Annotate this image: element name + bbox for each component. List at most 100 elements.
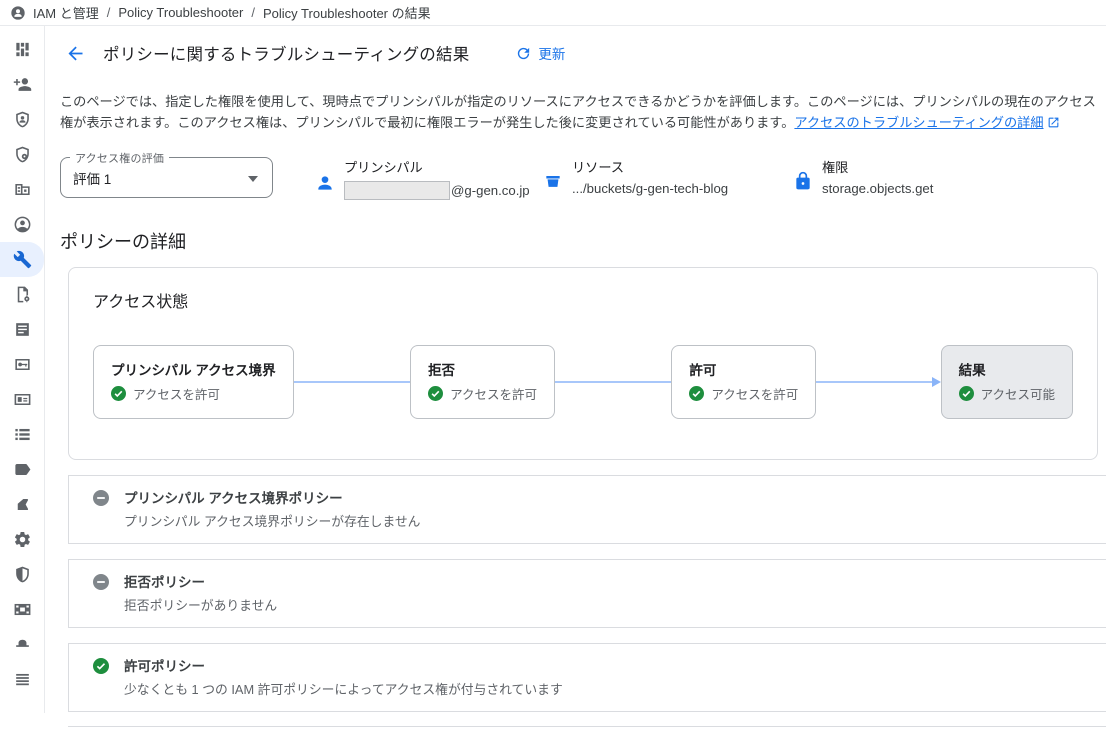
policy-row-subtitle: 拒否ポリシーがありません: [124, 598, 278, 613]
bucket-icon: [543, 171, 563, 191]
description-text: このページでは、指定した権限を使用して、現時点でプリンシパルが指定のリソースにア…: [60, 94, 1096, 130]
organization-icon: [14, 183, 30, 196]
back-button[interactable]: [65, 43, 86, 64]
flow-node-principal-access-boundary: プリンシパル アクセス境界 アクセスを許可: [93, 345, 294, 419]
policy-row-deny[interactable]: 拒否ポリシー 拒否ポリシーがありません: [68, 559, 1106, 628]
sidebar-item-policy-troubleshooter[interactable]: [0, 242, 44, 277]
sidebar-item-privacy[interactable]: [0, 557, 44, 592]
chevron-down-icon: [248, 176, 258, 182]
wrench-icon: [13, 250, 31, 269]
sidebar-item-workload-identity[interactable]: [0, 347, 44, 382]
policy-row-subtitle: 少なくとも 1 つの IAM 許可ポリシーによってアクセス権が付与されています: [124, 682, 563, 697]
summary-principal: プリンシパル @g-gen.co.jp: [315, 157, 543, 200]
sidebar-item-org-policies[interactable]: [0, 137, 44, 172]
label-tag-icon: [14, 463, 30, 476]
principal-value: @g-gen.co.jp: [344, 181, 530, 200]
page-description: このページでは、指定した権限を使用して、現時点でプリンシパルが指定のリソースにア…: [60, 91, 1098, 135]
breadcrumb-separator: /: [251, 5, 255, 20]
principal-label: プリンシパル: [344, 160, 423, 175]
check-circle-icon: [689, 386, 705, 401]
policy-row-allow[interactable]: 許可ポリシー 少なくとも 1 つの IAM 許可ポリシーによってアクセス権が付与…: [68, 643, 1106, 712]
flow-connector: [293, 381, 411, 383]
policy-row-subtitle: プリンシパル アクセス境界ポリシーが存在しません: [124, 514, 421, 529]
check-circle-icon: [93, 658, 109, 674]
evaluation-summary-row: アクセス権の評価 評価 1 プリンシパル @g-gen.co.jp リソース: [60, 150, 1098, 200]
add-member-icon: [13, 78, 31, 91]
minus-circle-icon: [93, 574, 109, 590]
service-account-icon: [14, 216, 30, 233]
node-status-text: アクセスを許可: [711, 388, 799, 402]
key-icon: [14, 358, 30, 371]
shield-lock-icon: [15, 146, 29, 163]
sidebar-item-identity[interactable]: [0, 67, 44, 102]
flow-connector: [554, 381, 672, 383]
person-icon: [315, 173, 335, 193]
breadcrumb: IAM と管理 / Policy Troubleshooter / Policy…: [0, 0, 1106, 26]
sidebar-item-asset-list[interactable]: [0, 417, 44, 452]
flow-node-allow: 許可 アクセスを許可: [671, 345, 817, 419]
privacy-shield-icon: [15, 566, 29, 583]
sidebar-item-essential-contacts[interactable]: [0, 627, 44, 662]
sidebar-item-audit-logs[interactable]: [0, 312, 44, 347]
access-state-card: アクセス状態 プリンシパル アクセス境界 アクセスを許可 拒否 アクセスを許可: [68, 267, 1098, 460]
node-title: 結果: [958, 363, 986, 378]
doc-icon: [15, 323, 29, 336]
sidebar-item-labels[interactable]: [0, 452, 44, 487]
iam-product-icon: [11, 5, 25, 20]
evaluation-select[interactable]: アクセス権の評価 評価 1: [60, 150, 273, 198]
check-circle-icon: [958, 386, 974, 401]
flow-arrowhead-icon: [931, 377, 941, 387]
node-title: プリンシパル アクセス境界: [111, 363, 276, 378]
breadcrumb-separator: /: [106, 5, 111, 20]
summary-resource: リソース .../buckets/g-gen-tech-blog: [543, 157, 793, 196]
breadcrumb-item-iam[interactable]: IAM と管理: [33, 6, 99, 21]
policy-row-title: 許可ポリシー: [124, 659, 205, 674]
check-circle-icon: [428, 386, 444, 401]
resource-label: リソース: [572, 160, 625, 175]
flow-connector: [816, 381, 933, 383]
permission-value: storage.objects.get: [822, 181, 934, 196]
check-circle-icon: [111, 386, 126, 401]
lock-icon: [793, 171, 813, 191]
breadcrumb-item-troubleshooter[interactable]: Policy Troubleshooter: [118, 5, 244, 20]
evaluation-select-value: 評価 1: [73, 172, 112, 187]
iam-icon: [15, 42, 29, 57]
refresh-label: 更新: [538, 47, 566, 62]
list-icon: [14, 428, 30, 441]
principal-domain: @g-gen.co.jp: [451, 183, 530, 198]
back-arrow-icon: [68, 46, 83, 60]
minus-circle-icon: [93, 490, 109, 506]
refresh-button[interactable]: 更新: [515, 43, 565, 63]
shield-person-icon: [15, 111, 29, 128]
badge-card-icon: [14, 393, 30, 406]
sidebar-item-workforce-identity[interactable]: [0, 382, 44, 417]
sidebar-item-tags[interactable]: [0, 487, 44, 522]
access-state-title: アクセス状態: [93, 294, 189, 311]
roles-icon: [14, 603, 30, 616]
policy-details-title: ポリシーの詳細: [60, 232, 186, 252]
external-link-icon: [1047, 114, 1060, 135]
sidebar-item-logs[interactable]: [0, 662, 44, 697]
sidebar-item-service-accounts[interactable]: [0, 207, 44, 242]
sidebar-item-policy-simulator[interactable]: [0, 277, 44, 312]
refresh-icon: [518, 47, 530, 59]
flow-node-deny: 拒否 アクセスを許可: [410, 345, 555, 419]
resource-value: .../buckets/g-gen-tech-blog: [572, 181, 729, 196]
sidebar-item-organization[interactable]: [0, 172, 44, 207]
sidebar-item-settings[interactable]: [0, 522, 44, 557]
incognito-hat-icon: [15, 639, 29, 647]
summary-permission: 権限 storage.objects.get: [793, 157, 933, 196]
breadcrumb-item-result: Policy Troubleshooter の結果: [263, 6, 431, 21]
sidebar-item-roles[interactable]: [0, 592, 44, 627]
node-title: 拒否: [428, 363, 456, 378]
policy-row-title: 拒否ポリシー: [124, 575, 205, 590]
principal-redacted-box: [344, 181, 450, 200]
access-state-flow: プリンシパル アクセス境界 アクセスを許可 拒否 アクセスを許可: [93, 345, 1074, 419]
policy-row-principal-access-boundary[interactable]: プリンシパル アクセス境界ポリシー プリンシパル アクセス境界ポリシーが存在しま…: [68, 475, 1106, 544]
troubleshooting-details-link[interactable]: アクセスのトラブルシューティングの詳細: [794, 115, 1044, 130]
sidebar-item-iam[interactable]: [0, 32, 44, 67]
doc-gear-icon: [17, 286, 29, 303]
page-title: ポリシーに関するトラブルシューティングの結果: [103, 46, 470, 64]
audit-lines-icon: [15, 673, 29, 686]
sidebar-item-policy-analyzer[interactable]: [0, 102, 44, 137]
